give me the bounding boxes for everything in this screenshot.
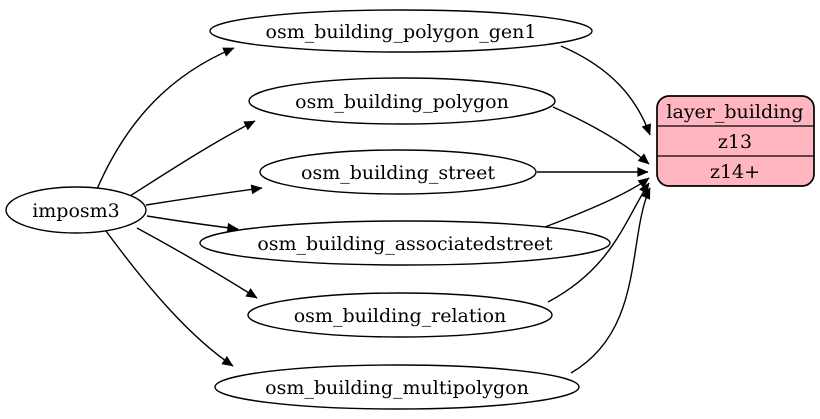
layer_building-row-z14plus: z14+ bbox=[710, 161, 760, 183]
edge-osm_building_polygon-z14 bbox=[552, 106, 650, 165]
imposm3-ellipse bbox=[5, 186, 147, 234]
edge-osm_building_associatedstreet-z14 bbox=[544, 177, 650, 228]
layer_building-box bbox=[656, 95, 815, 187]
osm_building_polygon_gen1-ellipse bbox=[209, 9, 593, 53]
edge-imposm3-osm_building_relation bbox=[136, 227, 258, 299]
edge-imposm3-osm_building_multipolygon bbox=[105, 230, 234, 367]
edge-osm_building_relation-z14 bbox=[547, 182, 650, 303]
osm_building_polygon-ellipse bbox=[248, 77, 556, 125]
edge-imposm3-osm_building_polygon_gen1 bbox=[96, 47, 235, 190]
node-osm_building_associatedstreet: osm_building_associatedstreet bbox=[199, 220, 611, 266]
node-osm_building_polygon: osm_building_polygon bbox=[248, 77, 556, 125]
layer_building-row-z13: z13 bbox=[718, 131, 752, 153]
osm_building_street-ellipse bbox=[259, 149, 537, 195]
node-imposm3: imposm3 bbox=[5, 186, 147, 234]
layer_building-title: layer_building bbox=[666, 101, 803, 123]
edge-imposm3-osm_building_associatedstreet bbox=[146, 215, 239, 233]
node-osm_building_relation: osm_building_relation bbox=[247, 292, 553, 338]
osm_building_polygon_gen1-label: osm_building_polygon_gen1 bbox=[266, 21, 537, 43]
node-osm_building_street: osm_building_street bbox=[259, 149, 537, 195]
edge-imposm3-osm_building_polygon bbox=[129, 120, 256, 197]
osm_building_relation-label: osm_building_relation bbox=[294, 305, 507, 327]
osm_building_multipolygon-label: osm_building_multipolygon bbox=[265, 377, 529, 399]
osm_building_polygon-label: osm_building_polygon bbox=[295, 91, 509, 113]
edge-osm_building_multipolygon-z14 bbox=[570, 187, 651, 374]
osm_building_relation-ellipse bbox=[247, 292, 553, 338]
osm_building_associatedstreet-label: osm_building_associatedstreet bbox=[257, 233, 553, 255]
edge-imposm3-osm_building_street bbox=[145, 184, 263, 206]
osm_building_street-label: osm_building_street bbox=[301, 162, 495, 184]
node-osm_building_polygon_gen1: osm_building_polygon_gen1 bbox=[209, 9, 593, 53]
osm_building_multipolygon-ellipse bbox=[214, 364, 580, 410]
node-osm_building_multipolygon: osm_building_multipolygon bbox=[214, 364, 580, 410]
edge-osm_building_polygon_gen1-z13 bbox=[560, 45, 652, 136]
imposm3-label: imposm3 bbox=[32, 200, 120, 222]
node-layer_building: layer_building z13 z14+ bbox=[656, 95, 815, 187]
osm_building_associatedstreet-ellipse bbox=[199, 220, 611, 266]
